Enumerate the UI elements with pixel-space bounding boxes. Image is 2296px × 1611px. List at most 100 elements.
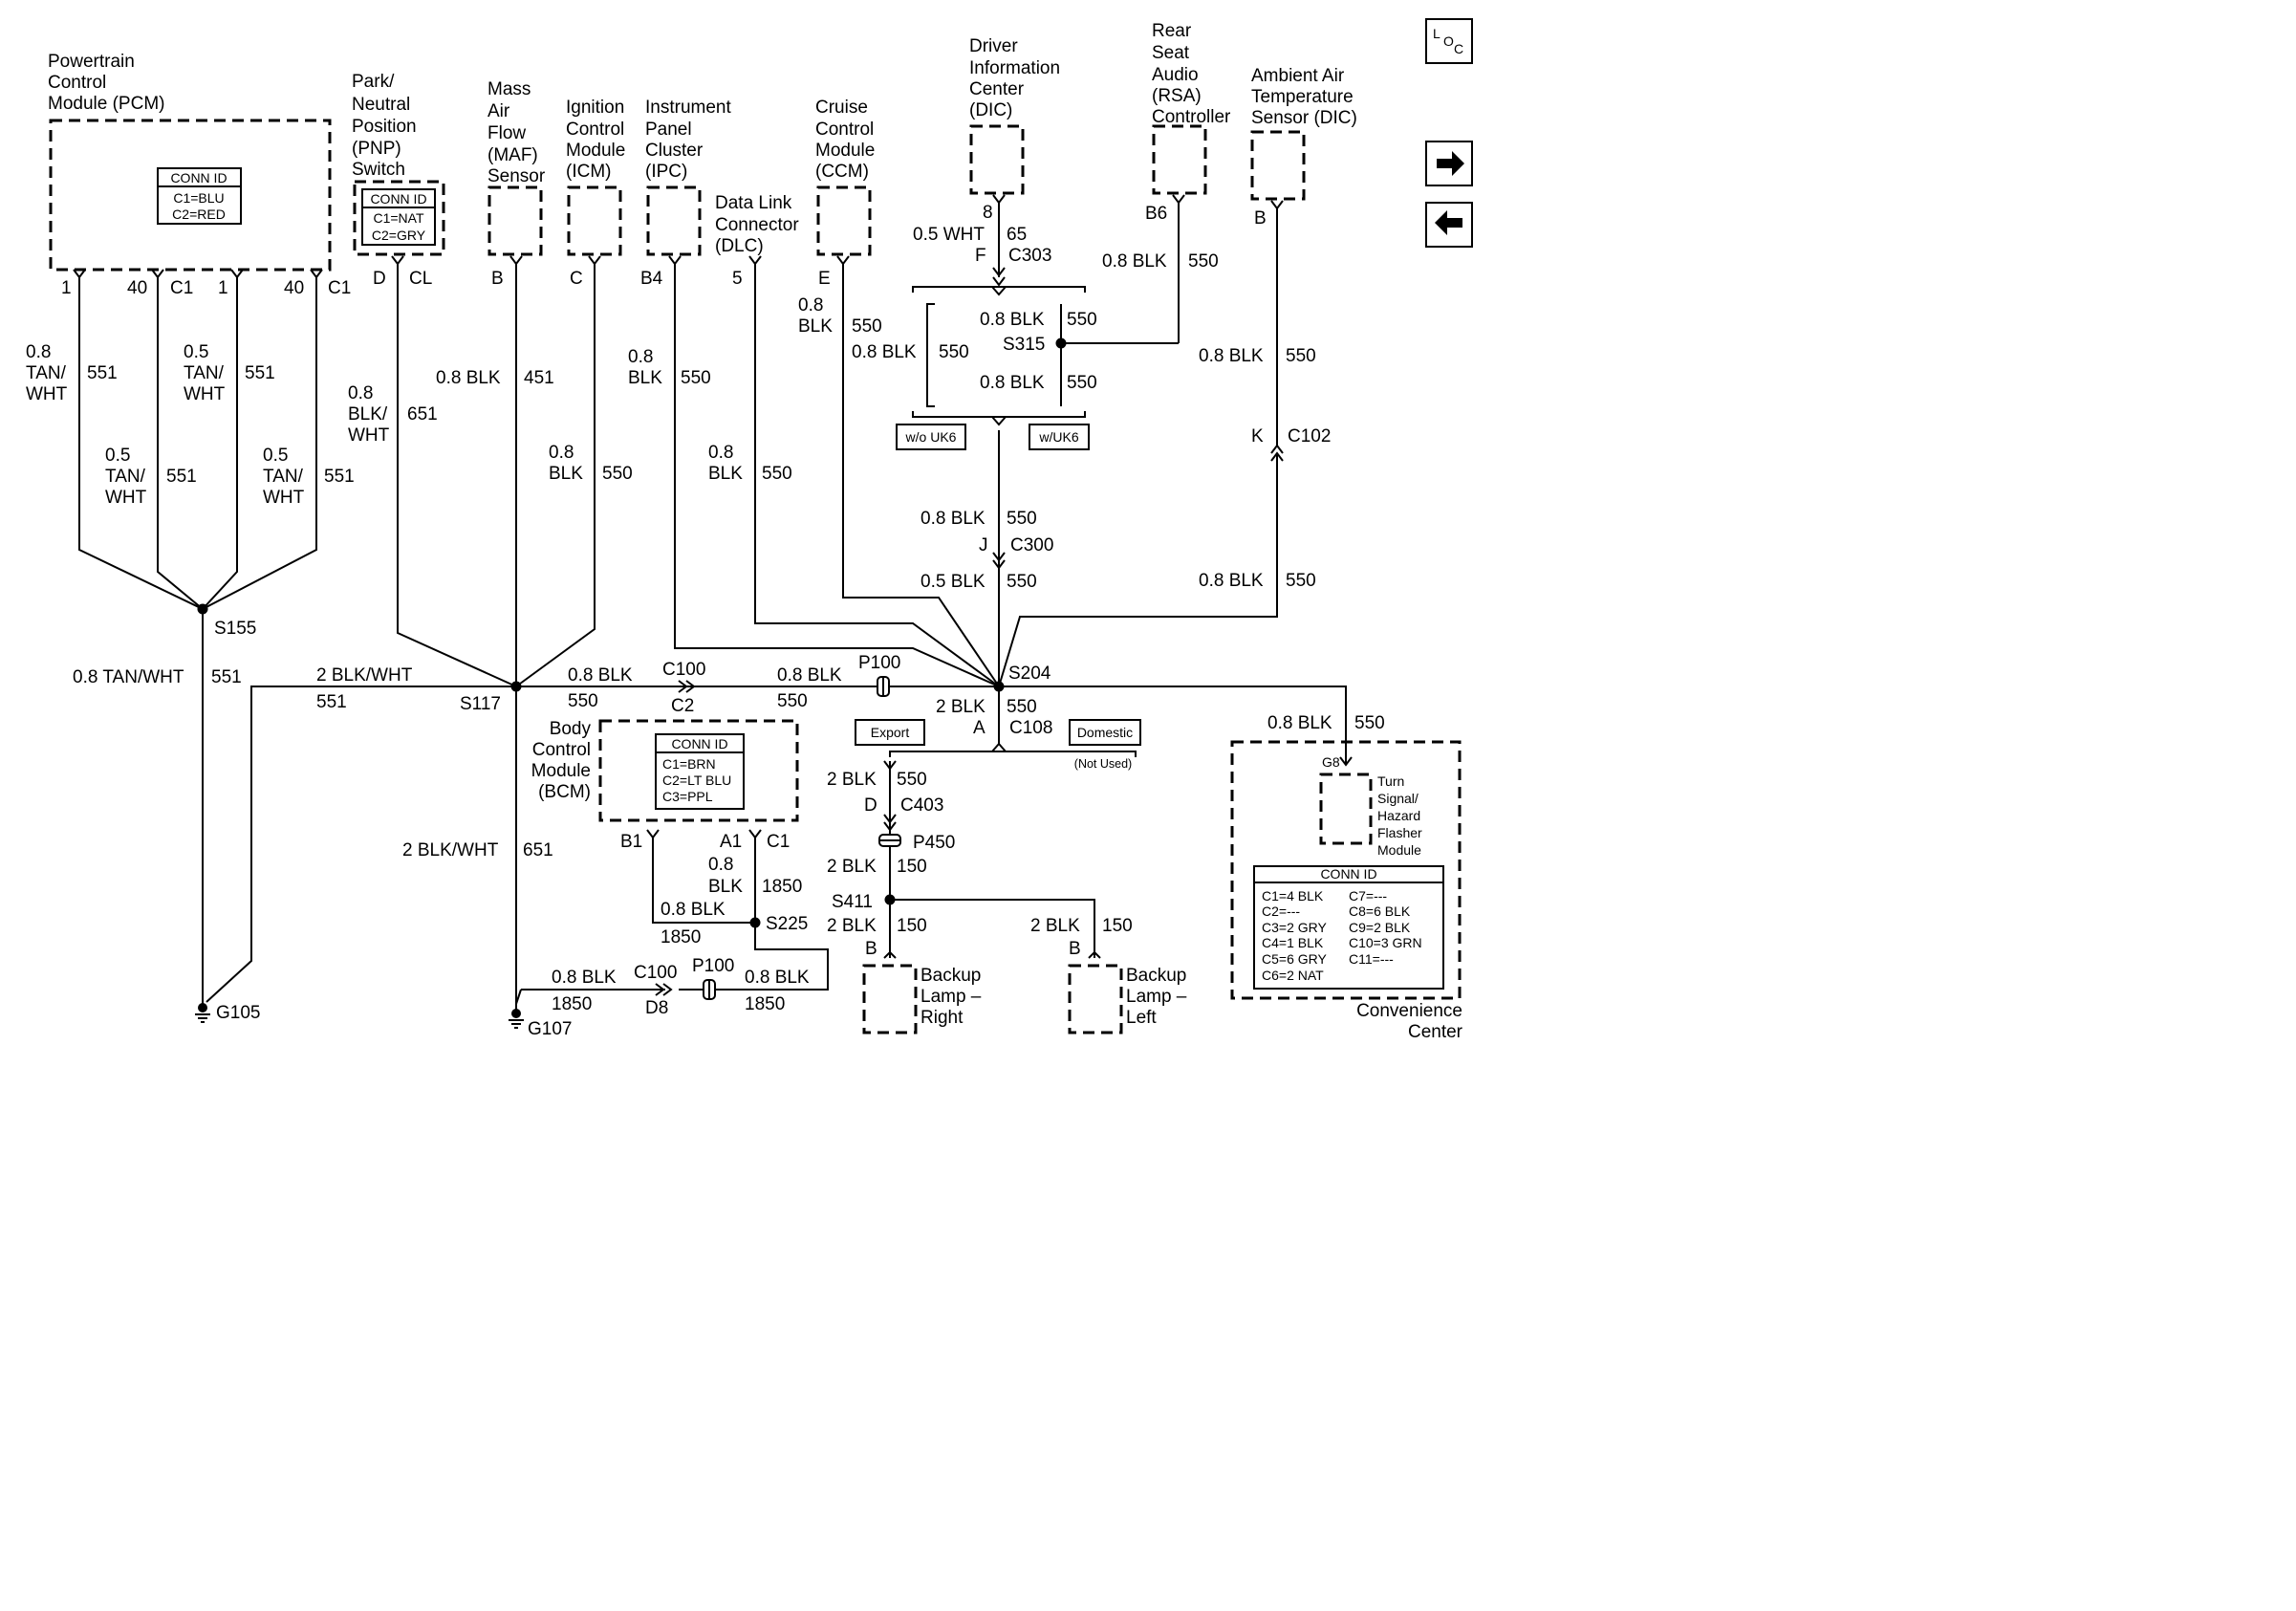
svg-text:BLK: BLK bbox=[708, 877, 743, 897]
svg-text:65: 65 bbox=[1007, 225, 1027, 245]
rsa-label: Rear Seat Audio (RSA) Controller bbox=[1152, 21, 1231, 127]
svg-text:C3=PPL: C3=PPL bbox=[662, 789, 713, 804]
pnp-box bbox=[353, 180, 445, 256]
svg-text:0.8: 0.8 bbox=[549, 443, 574, 463]
svg-text:BLK: BLK bbox=[628, 368, 662, 388]
svg-text:651: 651 bbox=[523, 840, 553, 860]
svg-text:Control: Control bbox=[566, 120, 624, 140]
svg-text:WHT: WHT bbox=[263, 488, 305, 508]
svg-text:2 BLK: 2 BLK bbox=[827, 857, 877, 877]
svg-text:C9=2 BLK: C9=2 BLK bbox=[1349, 920, 1411, 935]
svg-text:F: F bbox=[975, 246, 986, 266]
svg-text:CONN ID: CONN ID bbox=[170, 170, 227, 185]
svg-text:Left: Left bbox=[1126, 1008, 1157, 1028]
svg-text:C11=---: C11=--- bbox=[1349, 951, 1394, 967]
wires bbox=[78, 203, 1347, 1010]
svg-text:Rear: Rear bbox=[1152, 21, 1192, 41]
svg-text:C5=6 GRY: C5=6 GRY bbox=[1262, 951, 1327, 967]
svg-text:0.8: 0.8 bbox=[798, 295, 823, 316]
export-tag: Export bbox=[855, 719, 925, 746]
wire-labels: 1 40 C1 1 40 C1 D CL B C B4 5 E 8 0.5 WH… bbox=[26, 203, 1385, 1039]
svg-text:2 BLK: 2 BLK bbox=[1030, 916, 1080, 936]
conv-center-label: Convenience Center bbox=[1356, 1001, 1463, 1042]
svg-text:D8: D8 bbox=[645, 998, 668, 1018]
svg-text:Lamp –: Lamp – bbox=[921, 987, 982, 1007]
svg-text:C1=NAT: C1=NAT bbox=[373, 210, 423, 226]
svg-text:Backup: Backup bbox=[1126, 966, 1186, 986]
svg-text:Neutral: Neutral bbox=[352, 95, 410, 115]
svg-text:0.5 WHT: 0.5 WHT bbox=[913, 225, 985, 245]
svg-text:550: 550 bbox=[1354, 713, 1385, 733]
svg-text:550: 550 bbox=[1007, 509, 1037, 529]
backup-right-label: Backup Lamp – Right bbox=[921, 966, 982, 1028]
svg-text:E: E bbox=[818, 269, 831, 289]
svg-text:Control: Control bbox=[532, 740, 591, 760]
p450 bbox=[878, 834, 901, 847]
svg-text:550: 550 bbox=[1188, 251, 1219, 272]
pin-stubs bbox=[73, 194, 1353, 996]
svg-text:P100: P100 bbox=[692, 956, 734, 976]
svg-text:C10=3 GRN: C10=3 GRN bbox=[1349, 935, 1422, 950]
pcm-label: Powertrain Control Module (PCM) bbox=[48, 52, 164, 114]
svg-text:Module: Module bbox=[815, 141, 875, 161]
svg-text:0.8: 0.8 bbox=[348, 383, 373, 403]
ccm-box bbox=[816, 185, 872, 256]
svg-text:C1=BRN: C1=BRN bbox=[662, 756, 716, 772]
svg-text:G107: G107 bbox=[528, 1019, 572, 1039]
svg-text:A1: A1 bbox=[720, 832, 742, 852]
bcm-box bbox=[598, 719, 799, 822]
svg-text:w/o UK6: w/o UK6 bbox=[905, 429, 957, 445]
svg-text:0.8 BLK: 0.8 BLK bbox=[1199, 571, 1264, 591]
svg-text:Park/: Park/ bbox=[352, 72, 395, 92]
w-uk6-tag: w/UK6 bbox=[1029, 424, 1090, 450]
svg-text:1: 1 bbox=[218, 278, 228, 298]
svg-text:Cruise: Cruise bbox=[815, 98, 868, 118]
svg-text:K: K bbox=[1251, 426, 1264, 446]
svg-text:C2=LT BLU: C2=LT BLU bbox=[662, 773, 731, 788]
bcm-label: Body Control Module (BCM) bbox=[531, 719, 592, 802]
svg-text:Air: Air bbox=[487, 101, 510, 121]
domestic-tag: Domestic bbox=[1069, 719, 1141, 746]
flasher-label: Turn Signal/ Hazard Flasher Module bbox=[1377, 773, 1422, 858]
svg-text:(MAF): (MAF) bbox=[487, 145, 538, 165]
svg-text:0.8 BLK: 0.8 BLK bbox=[1267, 713, 1332, 733]
svg-text:C100: C100 bbox=[662, 660, 705, 680]
pnp-conn-id: CONN ID C1=NAT C2=GRY bbox=[361, 188, 436, 246]
svg-text:Driver: Driver bbox=[969, 36, 1018, 56]
svg-text:1850: 1850 bbox=[762, 877, 802, 897]
svg-text:Center: Center bbox=[1408, 1022, 1463, 1042]
svg-text:Domestic: Domestic bbox=[1077, 725, 1133, 740]
svg-text:Connector: Connector bbox=[715, 215, 799, 235]
svg-text:Ignition: Ignition bbox=[566, 98, 624, 118]
svg-text:0.5 BLK: 0.5 BLK bbox=[921, 572, 986, 592]
svg-text:Module: Module bbox=[1377, 842, 1421, 858]
svg-text:WHT: WHT bbox=[348, 425, 390, 446]
svg-text:S411: S411 bbox=[832, 892, 873, 912]
flasher-box bbox=[1319, 773, 1373, 845]
loc-icon[interactable]: L O C bbox=[1425, 18, 1473, 64]
dic-label: Driver Information Center (DIC) bbox=[969, 36, 1060, 120]
svg-text:B: B bbox=[1254, 208, 1267, 229]
svg-text:0.5: 0.5 bbox=[263, 446, 288, 466]
svg-text:2 BLK: 2 BLK bbox=[827, 770, 877, 790]
svg-text:2 BLK: 2 BLK bbox=[936, 697, 986, 717]
arrow-right-icon[interactable] bbox=[1425, 141, 1473, 186]
arrow-left-icon[interactable] bbox=[1425, 202, 1473, 248]
svg-text:Module: Module bbox=[566, 141, 625, 161]
svg-text:C3=2 GRY: C3=2 GRY bbox=[1262, 920, 1327, 935]
svg-text:C100: C100 bbox=[634, 963, 677, 983]
svg-text:40: 40 bbox=[127, 278, 147, 298]
svg-text:CONN ID: CONN ID bbox=[671, 736, 727, 751]
svg-text:150: 150 bbox=[897, 916, 927, 936]
ground-g107-icon bbox=[509, 1009, 524, 1029]
svg-text:551: 551 bbox=[211, 667, 242, 687]
svg-text:551: 551 bbox=[166, 467, 197, 487]
svg-text:WHT: WHT bbox=[105, 488, 147, 508]
svg-text:550: 550 bbox=[852, 316, 882, 337]
backup-left-box bbox=[1068, 964, 1123, 1034]
svg-text:0.8 BLK: 0.8 BLK bbox=[1102, 251, 1167, 272]
maf-box bbox=[487, 185, 543, 256]
svg-text:B6: B6 bbox=[1145, 204, 1167, 224]
backup-right-box bbox=[862, 964, 918, 1034]
splice-s315 bbox=[1055, 337, 1067, 349]
